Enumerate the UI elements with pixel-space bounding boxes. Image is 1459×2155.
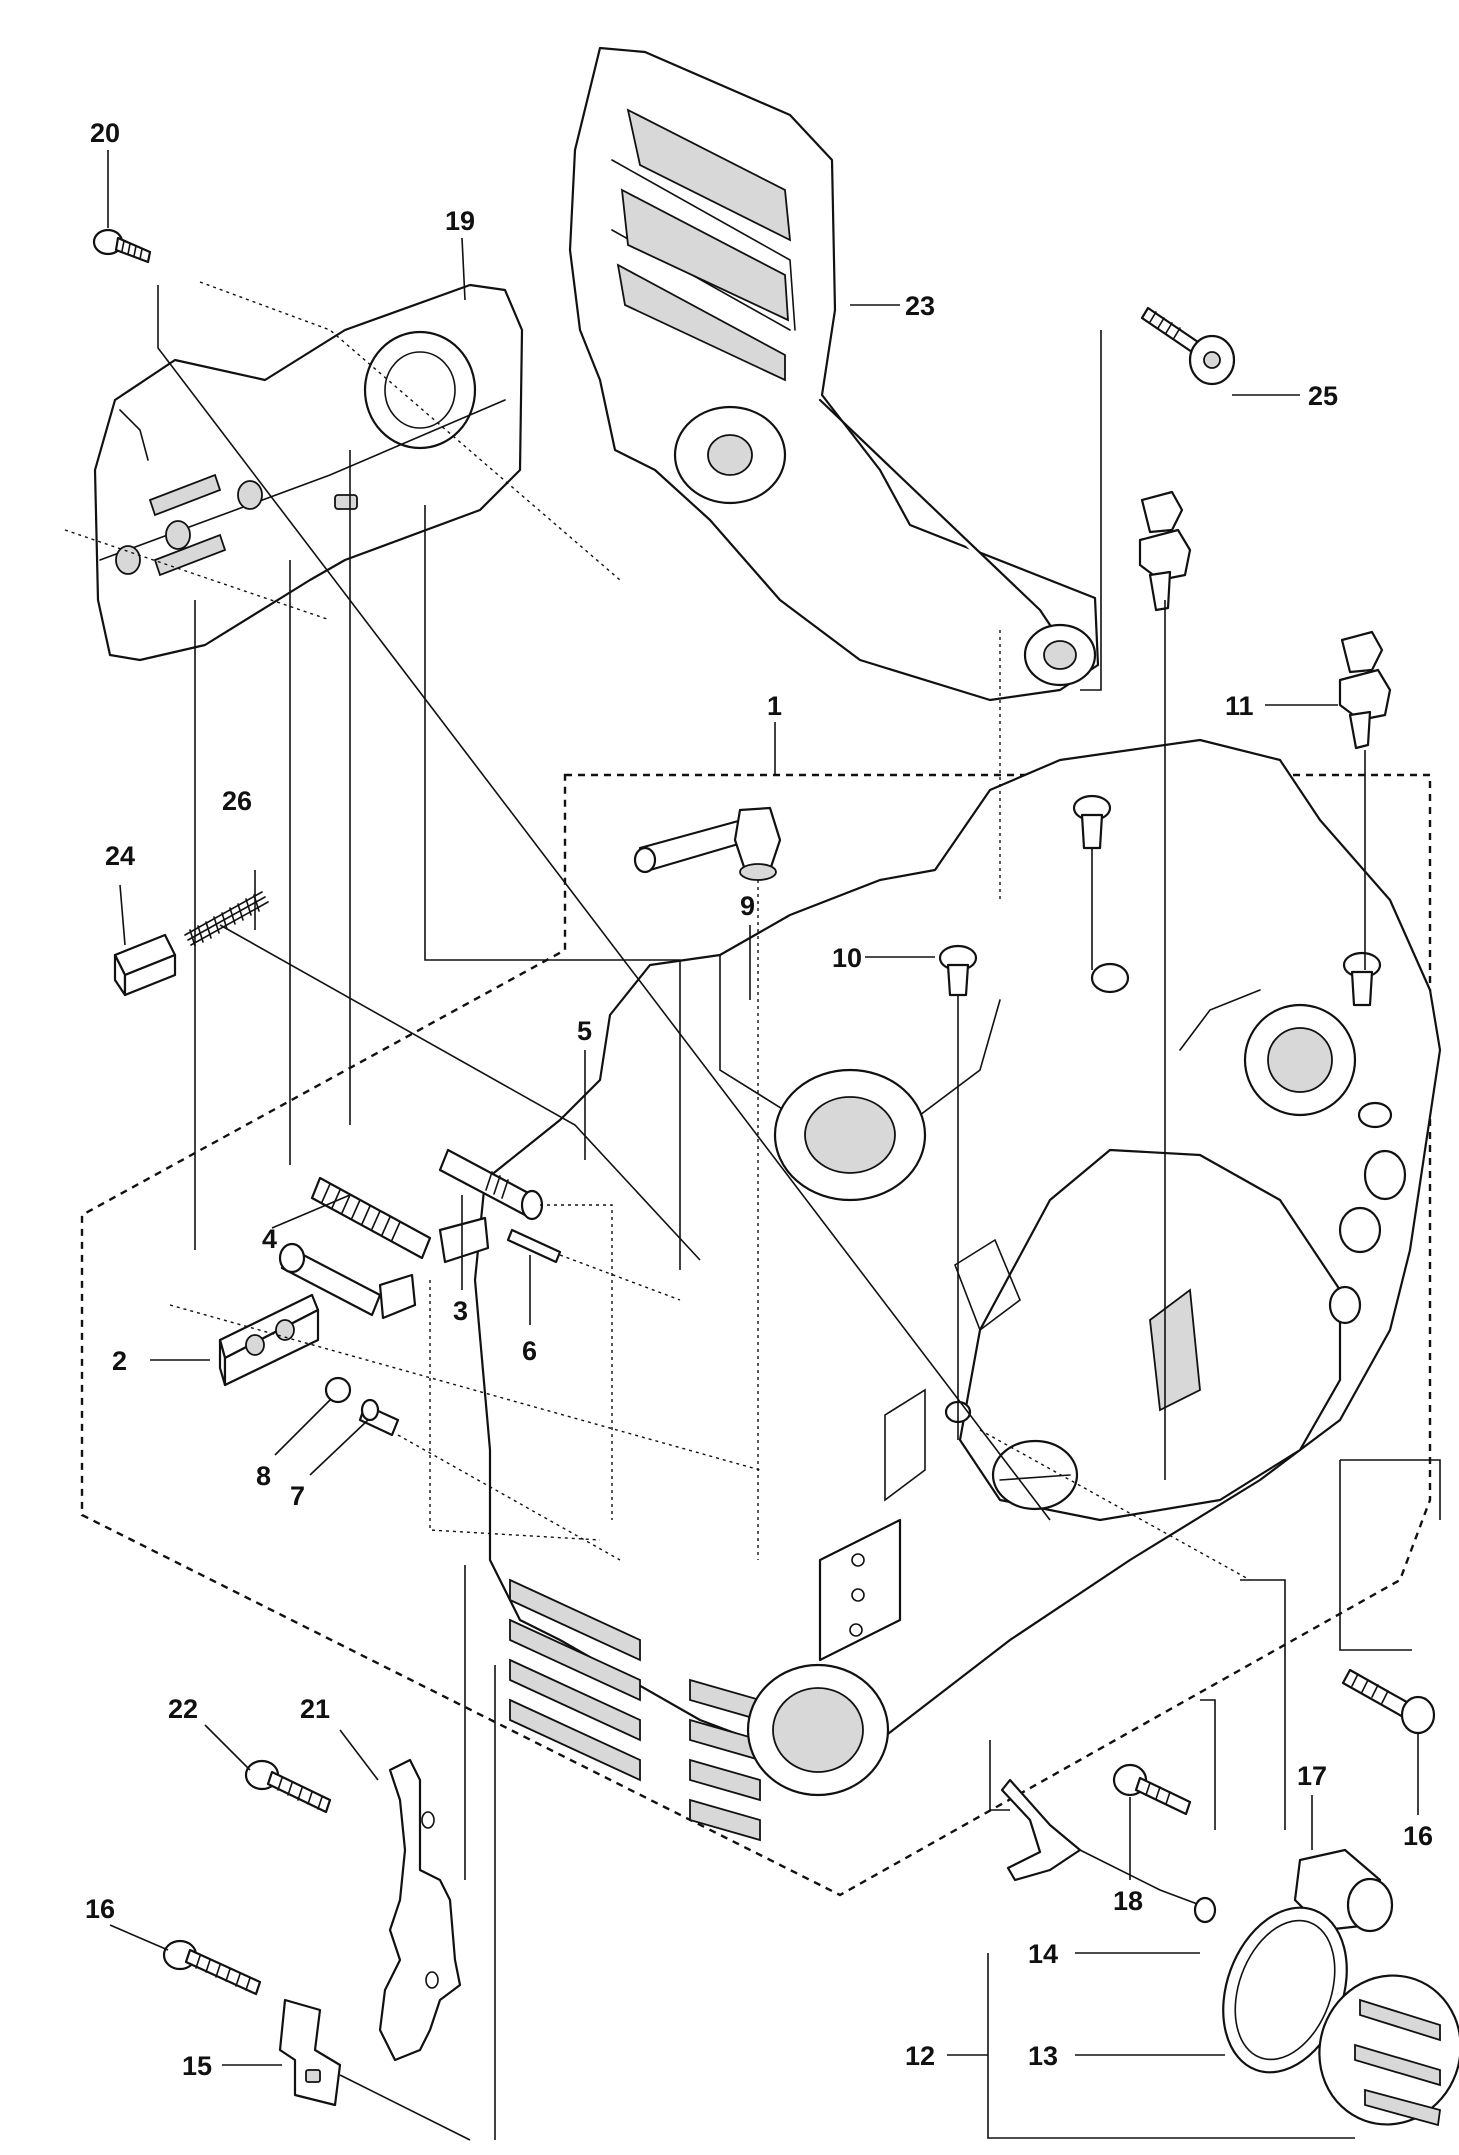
pickup-14: [1000, 1778, 1217, 1924]
assembly-line: [1339, 1460, 1412, 1651]
callout-leaders: [107, 150, 1419, 2139]
assembly-line: [1200, 1699, 1216, 1830]
callout-14: 14: [1028, 1939, 1058, 1969]
callout-19: 19: [445, 206, 475, 236]
callout-7: 7: [290, 1481, 305, 1511]
callout-22: 22: [168, 1694, 198, 1724]
assembly-line: [989, 1740, 1010, 1811]
callout-2: 2: [112, 1346, 127, 1376]
assembly-line: [559, 1254, 681, 1301]
screw-16-left: [162, 1939, 262, 1996]
callout-18: 18: [1113, 1886, 1143, 1916]
callout-6: 6: [522, 1336, 537, 1366]
rear-handle: [568, 46, 1100, 702]
assembly-line: [1240, 1579, 1286, 1830]
assembly-line: [157, 285, 1051, 1521]
assembly-line: [979, 1429, 1251, 1581]
bolt-25: [1140, 306, 1236, 386]
callout-3: 3: [453, 1296, 468, 1326]
callout-24: 24: [105, 841, 135, 871]
assembly-line: [1080, 330, 1102, 691]
bolt-upper: [1072, 794, 1112, 850]
oil-pump-9: [633, 806, 782, 881]
assembly-line: [424, 505, 681, 1270]
callout-8: 8: [256, 1461, 271, 1491]
screw-20: [92, 228, 152, 264]
assembly-line: [339, 2074, 471, 2141]
assembly-line: [1340, 1459, 1441, 1520]
callout-labels: 20 19 23 25 11 1 26 24 9 10 5 4 3 6 2 8 …: [85, 118, 1433, 2081]
callout-16-right: 16: [1403, 1821, 1433, 1851]
callout-15: 15: [182, 2051, 212, 2081]
callout-26: 26: [222, 786, 252, 816]
bolt-right: [1342, 951, 1382, 1007]
block-24: [113, 933, 177, 997]
callout-20: 20: [90, 118, 120, 148]
screw-18: [1112, 1763, 1192, 1816]
screw-22: [244, 1759, 332, 1814]
washer-8: [324, 1376, 352, 1404]
callout-11: 11: [1225, 691, 1254, 721]
callout-25: 25: [1308, 381, 1338, 411]
tank-cap-12: [1318, 1974, 1459, 2127]
plate-2: [218, 1293, 320, 1387]
stud-4: [278, 1242, 417, 1320]
callout-13: 13: [1028, 2041, 1058, 2071]
clutch-cover: [93, 283, 524, 662]
assembly-line: [199, 281, 621, 581]
callout-9: 9: [740, 891, 755, 921]
bolt-10: [938, 944, 978, 997]
callout-5: 5: [577, 1016, 592, 1046]
callout-10: 10: [832, 943, 862, 973]
assembly-line: [219, 924, 701, 1261]
clip-11: [1338, 630, 1392, 750]
callout-16-left: 16: [85, 1894, 115, 1924]
callout-4: 4: [262, 1224, 277, 1254]
bracket-15: [278, 1998, 342, 2107]
clip-upper: [1138, 490, 1192, 612]
bumper-spike-21: [378, 1758, 462, 2062]
nipple-7: [358, 1398, 400, 1437]
callout-17: 17: [1297, 1761, 1327, 1791]
callout-23: 23: [905, 291, 935, 321]
callout-12: 12: [905, 2041, 935, 2071]
pin-5: [438, 1148, 544, 1221]
pin-6: [506, 1228, 562, 1264]
assembly-line: [540, 1204, 613, 1520]
callout-1: 1: [767, 691, 782, 721]
assembly-line: [64, 529, 331, 621]
callout-21: 21: [300, 1694, 330, 1724]
assembly-line: [397, 1434, 621, 1561]
screw-16-right: [1341, 1668, 1436, 1735]
